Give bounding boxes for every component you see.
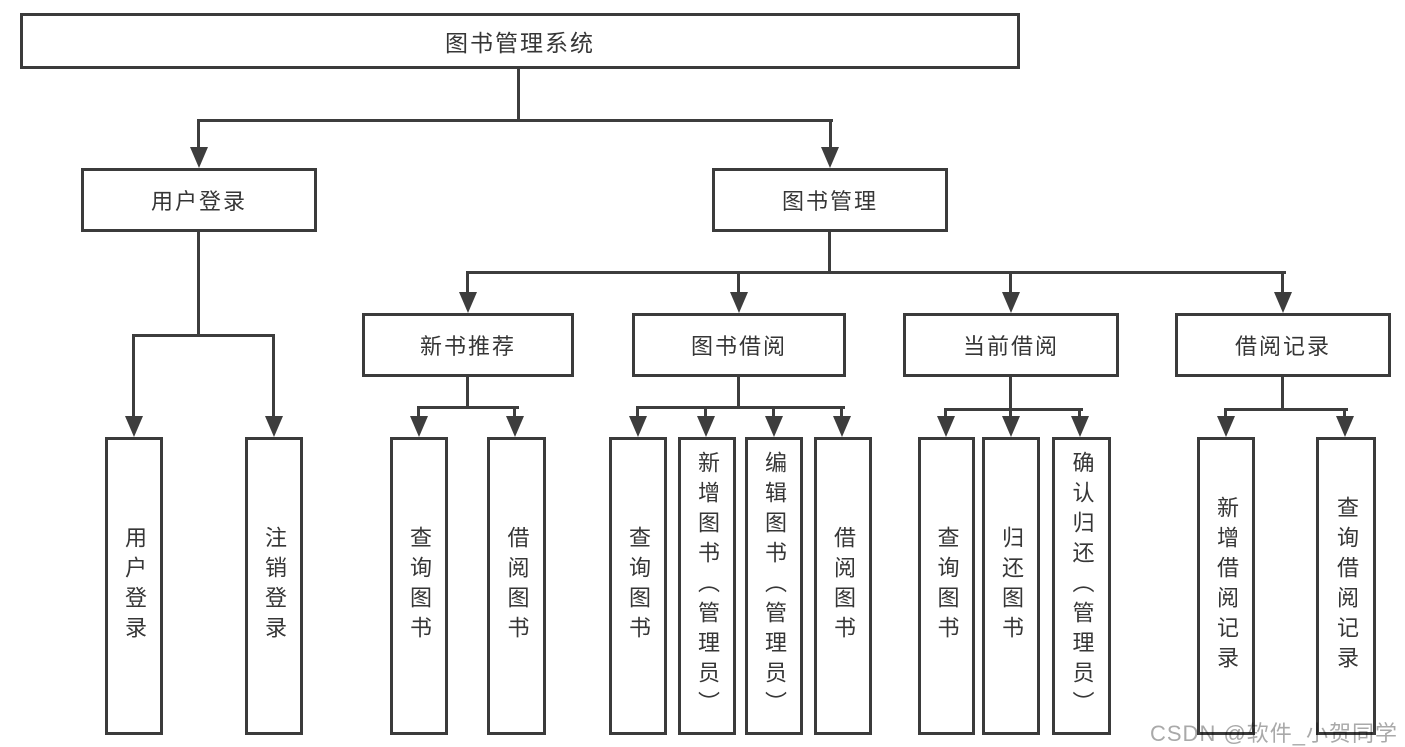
node-label: 新书推荐 xyxy=(419,334,516,359)
leaf-query-books-current: 查询图书 xyxy=(918,437,975,735)
node-new-book-recommend: 新书推荐 xyxy=(362,313,574,377)
leaf-label: 归还图书 xyxy=(999,526,1024,646)
node-book-borrow: 图书借阅 xyxy=(632,313,846,377)
connector-line xyxy=(1343,408,1346,418)
leaf-return-books: 归还图书 xyxy=(982,437,1040,735)
connector-line xyxy=(1009,271,1012,296)
leaf-borrow-books-recommend: 借阅图书 xyxy=(487,437,546,735)
leaf-label: 确认归还（管理员） xyxy=(1069,451,1095,721)
node-book-management: 图书管理 xyxy=(712,168,948,232)
arrow-head-down-icon xyxy=(1002,292,1020,313)
node-root-system: 图书管理系统 xyxy=(20,13,1020,69)
connector-line xyxy=(466,271,469,296)
node-label: 图书借阅 xyxy=(690,334,787,359)
connector-line xyxy=(840,406,843,418)
arrow-head-down-icon xyxy=(125,416,143,437)
arrow-head-down-icon xyxy=(410,416,428,437)
connector-line xyxy=(417,406,519,409)
connector-line xyxy=(272,334,275,418)
arrow-head-down-icon xyxy=(1071,416,1089,437)
arrow-head-down-icon xyxy=(506,416,524,437)
connector-line xyxy=(772,406,775,418)
leaf-label: 查询图书 xyxy=(626,526,651,646)
connector-line xyxy=(737,271,740,296)
arrow-head-down-icon xyxy=(1274,292,1292,313)
arrow-head-down-icon xyxy=(697,416,715,437)
connector-line xyxy=(636,406,639,418)
leaf-label: 编辑图书（管理员） xyxy=(762,451,787,721)
node-borrow-records: 借阅记录 xyxy=(1175,313,1391,377)
leaf-add-borrow-record: 新增借阅记录 xyxy=(1197,437,1255,735)
arrow-head-down-icon xyxy=(629,416,647,437)
connector-line xyxy=(132,334,275,337)
arrow-head-down-icon xyxy=(833,416,851,437)
arrow-head-down-icon xyxy=(190,147,208,168)
leaf-label: 用户登录 xyxy=(122,526,147,646)
arrow-head-down-icon xyxy=(730,292,748,313)
connector-line xyxy=(132,334,135,418)
leaf-query-books-recommend: 查询图书 xyxy=(390,437,448,735)
leaf-label: 借阅图书 xyxy=(504,526,530,646)
leaf-query-borrow-record: 查询借阅记录 xyxy=(1316,437,1376,735)
connector-line xyxy=(466,377,469,409)
node-label: 用户登录 xyxy=(150,189,247,214)
leaf-confirm-return-admin: 确认归还（管理员） xyxy=(1052,437,1111,735)
leaf-label: 借阅图书 xyxy=(831,526,856,646)
leaf-borrow-books: 借阅图书 xyxy=(814,437,872,735)
connector-line xyxy=(517,69,520,122)
connector-line xyxy=(1224,408,1348,411)
leaf-query-books-borrow: 查询图书 xyxy=(609,437,667,735)
arrow-head-down-icon xyxy=(1217,416,1235,437)
connector-line xyxy=(1078,408,1081,418)
connector-line xyxy=(1281,271,1284,296)
connector-line xyxy=(1009,377,1012,411)
node-user-login: 用户登录 xyxy=(81,168,317,232)
connector-line xyxy=(944,408,947,418)
connector-line xyxy=(636,406,845,409)
leaf-label: 新增借阅记录 xyxy=(1214,496,1239,676)
connector-line xyxy=(828,232,831,274)
connector-line xyxy=(417,406,420,418)
connector-line xyxy=(197,119,200,150)
arrow-head-down-icon xyxy=(765,416,783,437)
arrow-head-down-icon xyxy=(1336,416,1354,437)
arrow-head-down-icon xyxy=(265,416,283,437)
leaf-label: 查询图书 xyxy=(934,526,960,646)
node-label: 当前借阅 xyxy=(962,334,1059,359)
connector-line xyxy=(737,377,740,409)
arrow-head-down-icon xyxy=(821,147,839,168)
connector-line xyxy=(1281,377,1284,411)
leaf-edit-books-admin: 编辑图书（管理员） xyxy=(745,437,803,735)
leaf-label: 新增图书（管理员） xyxy=(695,451,720,721)
node-label: 借阅记录 xyxy=(1234,334,1331,359)
leaf-label: 查询借阅记录 xyxy=(1334,496,1359,676)
leaf-logout: 注销登录 xyxy=(245,437,303,735)
arrow-head-down-icon xyxy=(937,416,955,437)
connector-line xyxy=(466,271,1286,274)
connector-line xyxy=(944,408,1083,411)
connector-line xyxy=(513,406,516,418)
connector-line xyxy=(829,119,832,150)
node-current-borrow: 当前借阅 xyxy=(903,313,1119,377)
leaf-label: 注销登录 xyxy=(262,526,287,646)
arrow-head-down-icon xyxy=(1002,416,1020,437)
node-label: 图书管理系统 xyxy=(445,30,595,56)
connector-line xyxy=(704,406,707,418)
leaf-user-login: 用户登录 xyxy=(105,437,163,735)
connector-line xyxy=(197,119,833,122)
connector-line xyxy=(1009,408,1012,418)
connector-line xyxy=(197,232,200,337)
csdn-watermark: CSDN @软件_小贺同学 xyxy=(1150,721,1399,746)
leaf-add-books-admin: 新增图书（管理员） xyxy=(678,437,736,735)
leaf-label: 查询图书 xyxy=(407,526,432,646)
arrow-head-down-icon xyxy=(459,292,477,313)
connector-line xyxy=(1224,408,1227,418)
node-label: 图书管理 xyxy=(781,189,878,214)
